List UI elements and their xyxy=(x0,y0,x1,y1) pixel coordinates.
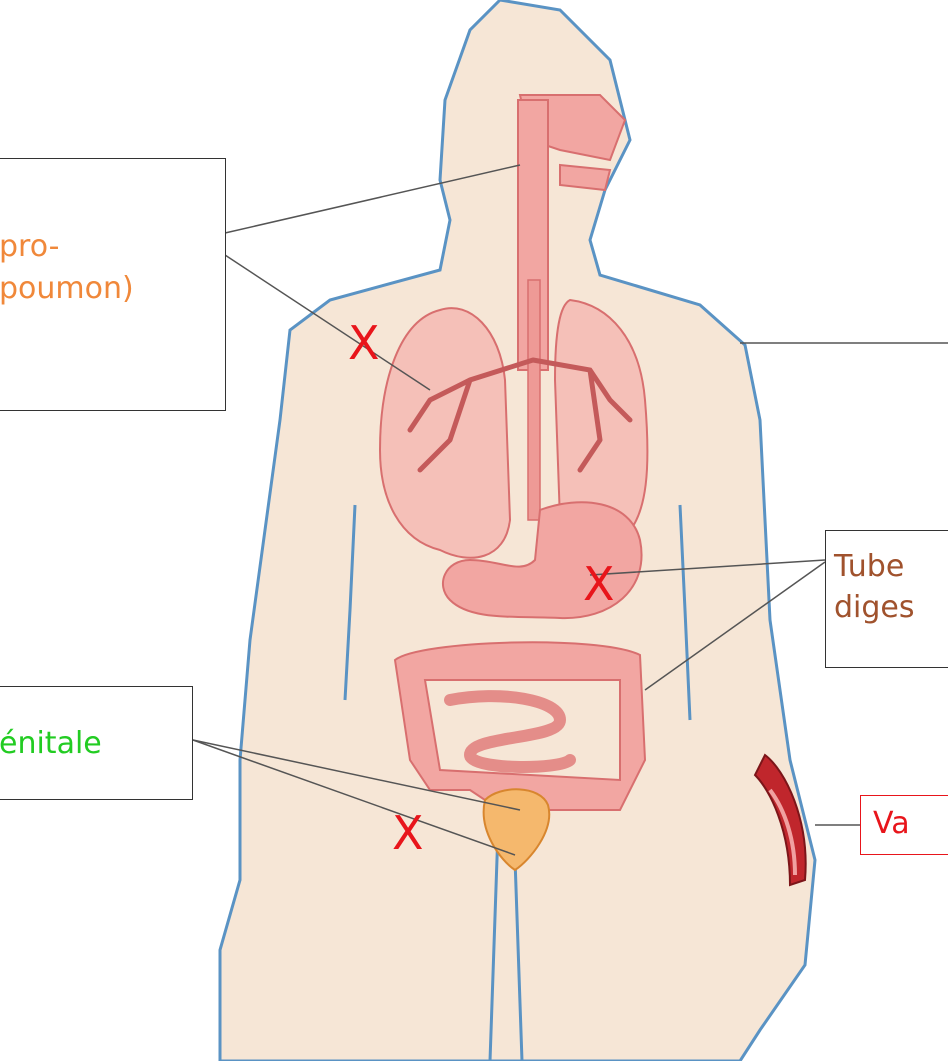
genital-label-box: énitale xyxy=(0,686,193,800)
mark-x-lung: X xyxy=(348,320,380,366)
digestive-label-line1: Tube xyxy=(834,547,904,587)
mouth xyxy=(560,165,610,190)
respiratory-label-box: pro- poumon) xyxy=(0,158,226,411)
mark-x-bladder: X xyxy=(392,810,424,856)
genital-label-text: énitale xyxy=(0,724,102,764)
digestive-label-box: Tube diges xyxy=(825,530,948,668)
respiratory-label-line2: poumon) xyxy=(0,269,134,309)
esophagus xyxy=(528,280,540,520)
respiratory-label-line1: pro- xyxy=(0,227,59,267)
digestive-label-line2: diges xyxy=(834,588,915,628)
vessel-label-box: Va xyxy=(860,795,948,855)
vessel-label-text: Va xyxy=(873,804,910,844)
left-lung xyxy=(380,308,510,558)
mark-x-stomach: X xyxy=(583,561,615,607)
